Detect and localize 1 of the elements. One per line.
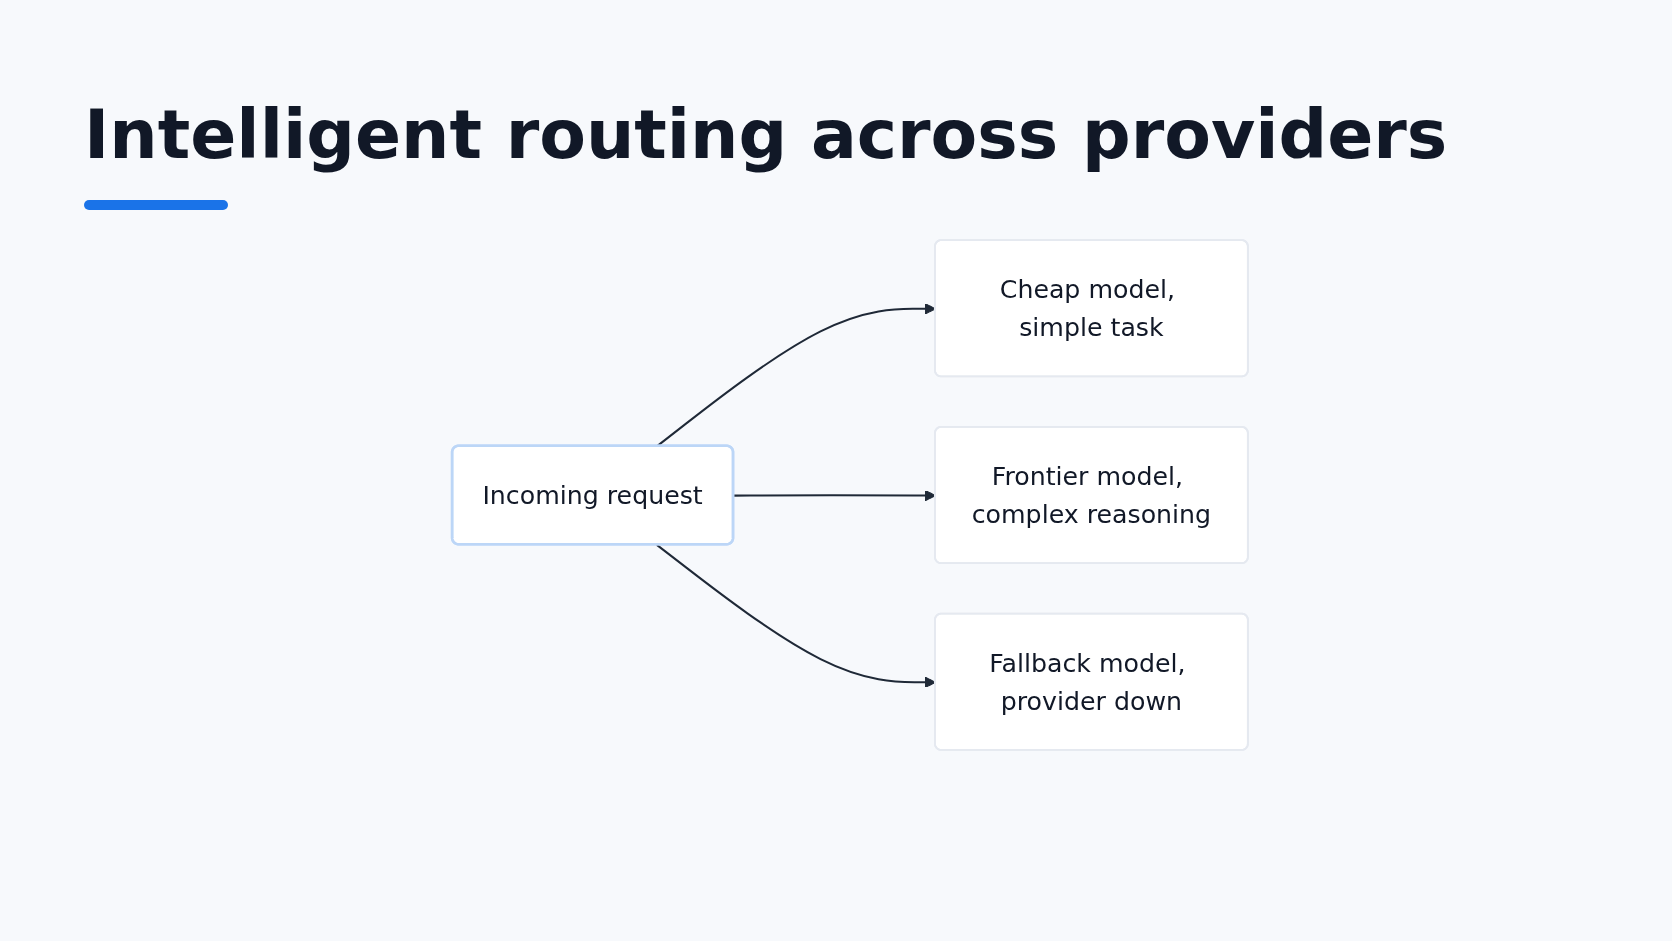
title: Intelligent routing across providers xyxy=(84,95,1448,174)
